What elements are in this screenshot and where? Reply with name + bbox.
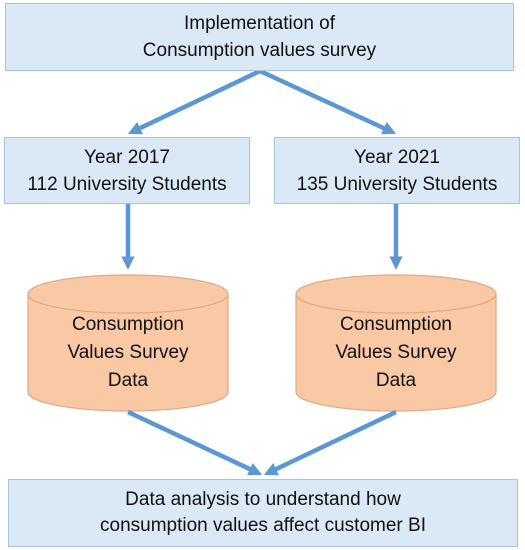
cylinder-left-line2: Values Survey xyxy=(67,342,189,363)
cylinder-left xyxy=(27,274,229,412)
cylinder-left-label: Consumption Values Survey Data xyxy=(28,305,228,401)
year-2017-box: Year 2017 112 University Students xyxy=(4,137,250,204)
cylinder-right-line1: Consumption xyxy=(340,314,452,335)
cylinder-left-body xyxy=(27,293,229,412)
cylinder-right-top xyxy=(295,274,497,314)
arrow-top-to-left xyxy=(127,68,261,135)
cylinder-right-body xyxy=(295,293,497,412)
data-analysis-line2: consumption values affect customer BI xyxy=(100,515,426,536)
cylinder-right-line3: Data xyxy=(375,370,417,391)
cylinder-left-top xyxy=(27,274,229,314)
year-2021-box: Year 2021 135 University Students xyxy=(274,137,520,204)
data-analysis-box: Data analysis to understand how consumpt… xyxy=(8,479,518,547)
year-2017-students: 112 University Students xyxy=(27,173,227,195)
survey-implementation-line2: Consumption values survey xyxy=(142,40,377,61)
year-2021-students: 135 University Students xyxy=(296,173,498,195)
year-2021-label: Year 2021 xyxy=(354,146,440,168)
cylinder-right xyxy=(295,274,497,412)
arrow-left-cylinder-to-bottom xyxy=(127,409,263,476)
survey-implementation-line1: Implementation of xyxy=(183,13,336,34)
year-2017-label: Year 2017 xyxy=(84,146,170,168)
cylinder-right-label: Consumption Values Survey Data xyxy=(296,305,496,401)
survey-implementation-box: Implementation of Consumption values sur… xyxy=(5,3,514,71)
cylinder-right-line2: Values Survey xyxy=(335,342,457,363)
data-analysis-line1: Data analysis to understand how xyxy=(125,489,401,510)
cylinder-left-line3: Data xyxy=(107,370,149,391)
arrow-top-to-right xyxy=(259,68,397,135)
cylinder-left-line1: Consumption xyxy=(72,314,184,335)
arrow-right-cylinder-to-bottom xyxy=(263,409,397,476)
